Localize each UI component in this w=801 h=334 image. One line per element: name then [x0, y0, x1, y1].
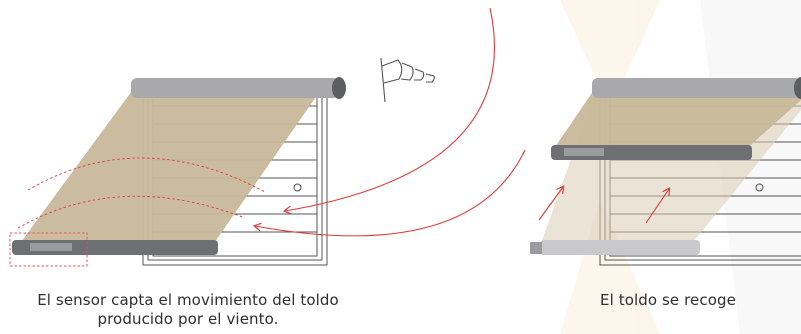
awning-fabric-retracted	[553, 84, 801, 150]
awning-extended-scene	[9, 77, 346, 267]
awning-fabric	[18, 84, 325, 246]
ghost-bar-end	[530, 242, 542, 254]
retract-arrow-icon	[538, 187, 669, 224]
awning-roller-tube	[131, 78, 339, 98]
front-bar-ghost	[540, 240, 700, 255]
sensor-module-right	[564, 148, 604, 156]
motion-wave-icon	[17, 157, 266, 229]
sensor-module	[30, 243, 72, 251]
caption-sensor-detects: El sensor capta el movimiento del toldo …	[37, 291, 339, 328]
caption-awning-retracts: El toldo se recoge	[600, 291, 736, 309]
sensor-highlight-box	[9, 232, 88, 267]
roller-end-cap	[332, 77, 346, 99]
roller-end-cap-right	[794, 77, 801, 99]
windsock-icon	[380, 57, 435, 103]
awning-retracting-scene	[530, 77, 801, 266]
awning-roller-tube-right	[592, 78, 801, 98]
wind-arrow-icon	[255, 7, 526, 237]
